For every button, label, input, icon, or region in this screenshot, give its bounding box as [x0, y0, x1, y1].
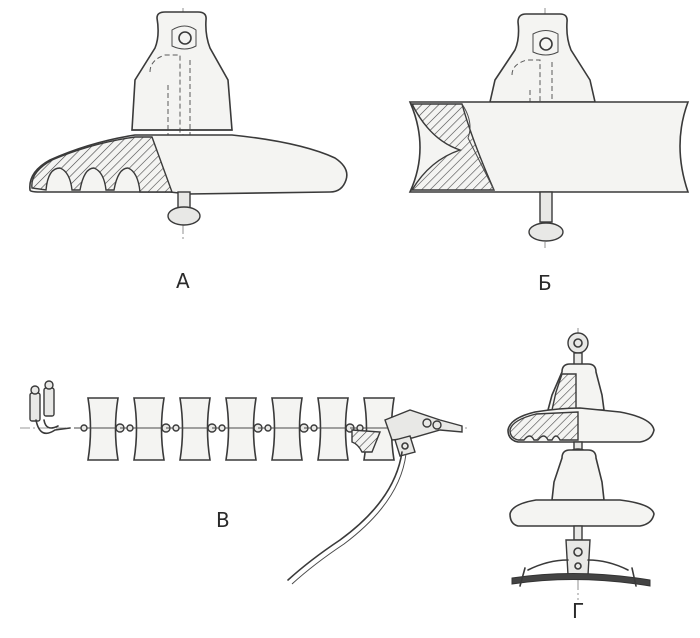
insulator-b: Б: [408, 8, 690, 295]
insulator-string-g: Г: [507, 328, 655, 623]
insulator-disc-unit: [179, 397, 211, 461]
label-g: Г: [572, 599, 584, 623]
unit-pin: [310, 424, 318, 432]
insulator-a: А: [29, 8, 348, 293]
unit-pin: [172, 424, 180, 432]
label-a: А: [176, 269, 190, 293]
insulator-disc-unit: [225, 397, 257, 461]
label-b: Б: [538, 271, 552, 295]
string-units: [74, 397, 408, 461]
suspension-clamp: [29, 380, 71, 435]
label-v: В: [216, 508, 230, 532]
insulator-disc-unit: [271, 397, 303, 461]
insulator-disc-unit: [133, 397, 165, 461]
unit-pin: [264, 424, 272, 432]
unit-pin: [80, 424, 88, 432]
cable-clamp: [384, 409, 463, 457]
unit-pin: [126, 424, 134, 432]
insulator-string-v: В: [20, 380, 470, 585]
insulator-disc-unit: [87, 397, 119, 461]
unit-pin: [218, 424, 226, 432]
insulator-disc-unit: [317, 397, 349, 461]
